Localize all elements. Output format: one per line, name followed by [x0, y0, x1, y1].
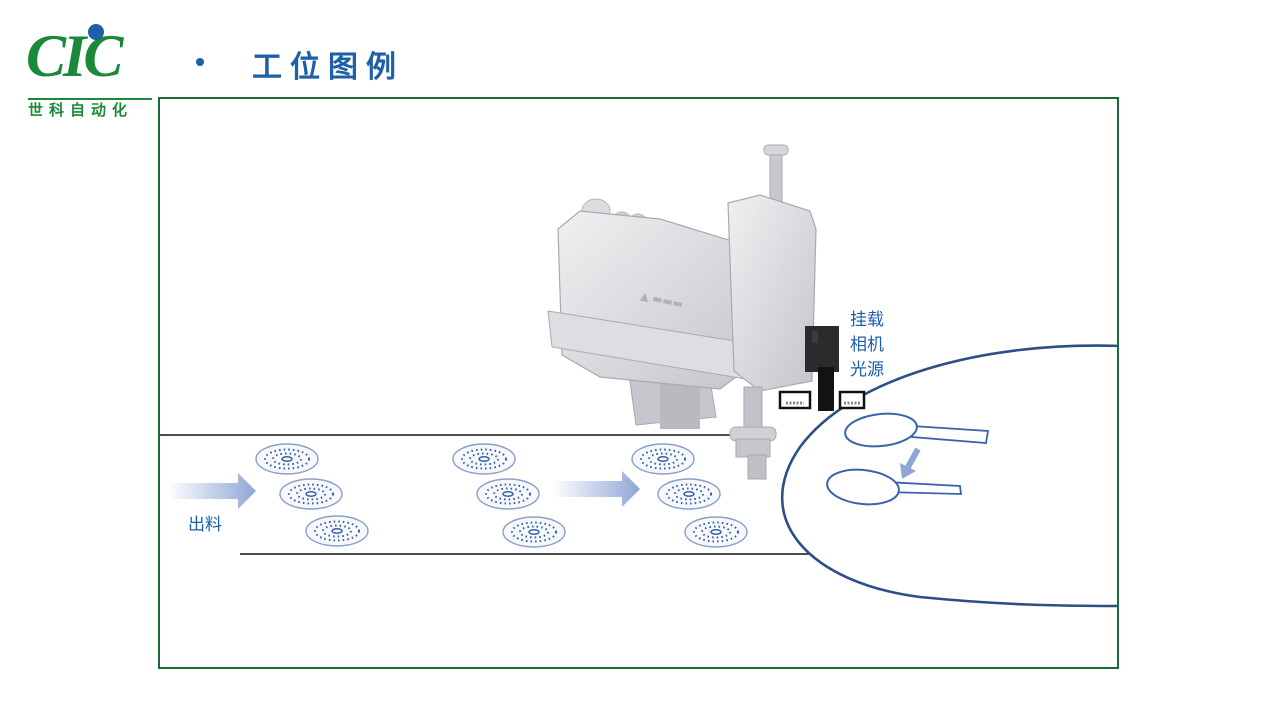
disc-part-icon [684, 516, 748, 548]
logo-dot [88, 24, 104, 40]
disc-part-icon [476, 478, 540, 510]
camera-mount-label: 挂载 相机 光源 [850, 310, 884, 380]
arrow-down-icon [900, 447, 921, 479]
spoon-part-icon [826, 468, 963, 506]
arrow-right-icon [168, 473, 256, 509]
camera-icon [805, 326, 839, 411]
diagram-frame: ▲ ▬▬▬ 出料 挂载 相机 光源 [158, 97, 1119, 669]
title-bullet [196, 58, 204, 66]
cic-logo-icon: CIC 世科自动化 [26, 16, 158, 120]
outfeed-label: 出料 [188, 515, 222, 535]
light-source-icon [778, 390, 812, 410]
disc-part-icon [305, 515, 369, 547]
disc-part-icon [452, 443, 516, 475]
disc-part-icon [255, 443, 319, 475]
scara-robot-icon: ▲ ▬▬▬ [547, 144, 817, 480]
logo-subtitle: 世科自动化 [28, 101, 134, 119]
page-title: 工位图例 [252, 50, 404, 85]
logo-text: CIC [26, 23, 123, 89]
disc-part-icon [631, 443, 695, 475]
station-diagram: ▲ ▬▬▬ [160, 144, 1117, 608]
turntable [780, 344, 1117, 608]
logo-underline [28, 98, 152, 100]
disc-part-icon [657, 478, 721, 510]
spoon-part-icon [844, 412, 990, 448]
disc-part-icon [279, 478, 343, 510]
arrow-right-icon [552, 471, 640, 507]
light-source-icon [838, 390, 866, 410]
disc-part-icon [502, 516, 566, 548]
